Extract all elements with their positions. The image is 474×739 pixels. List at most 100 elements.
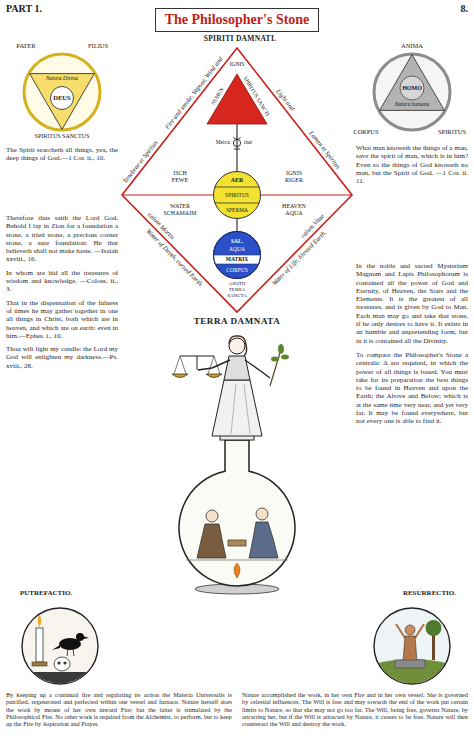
deity-name: DEUS	[53, 94, 70, 101]
work-table	[228, 540, 246, 546]
crow-head	[76, 633, 84, 641]
flask-figure	[172, 336, 295, 594]
leaf	[278, 344, 284, 354]
quote-text: Thou wilt light my candle: the Lord my G…	[6, 345, 118, 370]
band-line	[215, 187, 259, 188]
edge-inscription: Tenebrae et Spiritus	[121, 139, 159, 185]
element-label: WATER SCHAMAIM	[162, 203, 198, 217]
homo-triangle: HOMO Natura humana	[379, 54, 445, 111]
putrefaction-scene	[22, 608, 98, 686]
dress-fold	[244, 384, 250, 434]
flask-fire	[234, 563, 240, 578]
woman-head	[229, 338, 245, 354]
flask	[179, 440, 295, 586]
cross-line	[122, 195, 213, 196]
vertex-label: FILIUS	[88, 42, 108, 49]
woman-arm	[198, 360, 230, 370]
element-label: AQUA	[229, 246, 245, 252]
stone-diamond: ISCH FEWE IGNIS RIGER WATER SCHAMAIM HEAVEN…	[122, 48, 352, 312]
crow-beak	[83, 636, 89, 639]
man-name: HOMO	[402, 85, 422, 92]
putrefaction-medallion-outline	[22, 608, 98, 684]
skull-eye	[57, 661, 60, 664]
element-label: SAL.	[231, 238, 243, 244]
quote-text: In the noble and sacred Mysterium Magnum…	[356, 262, 468, 345]
vertex-label: PATER	[16, 42, 35, 49]
medallion-title: RESURRECTIO.	[403, 589, 456, 597]
closing-text: Nature accomplished the work, in her own…	[242, 691, 468, 727]
crow-legs	[67, 649, 74, 656]
element-label: SPERMA	[226, 207, 248, 213]
resurrection-medallion-shape	[368, 588, 458, 686]
inner-circle	[400, 76, 424, 100]
skull	[54, 657, 70, 671]
putrefaction-medallion-shape	[16, 588, 106, 686]
nature-label: Natura Divina	[46, 75, 78, 81]
deus-circle: DEUS	[50, 86, 74, 110]
element-label: AZOTH TERRA SANCTA	[222, 281, 252, 299]
alchemist-head	[206, 510, 218, 522]
open-tomb	[395, 660, 425, 668]
page-number: 8.	[461, 3, 469, 15]
putrefaction-medallion: PUTREFACTIO.	[16, 588, 106, 686]
trinity-triangle: Natura DivinaDEUS	[29, 73, 95, 130]
deus-circle-outline	[51, 87, 74, 110]
scale-post	[197, 356, 198, 370]
tree-crown	[426, 620, 442, 636]
edge-inscription: Water of Life, blessed Earth.	[270, 229, 327, 287]
quote-text: The Spirit searcheth all things, yea, th…	[6, 146, 118, 163]
cross-line	[261, 195, 352, 196]
edge-inscription: Lumen et Spiritus	[308, 129, 342, 170]
alchemist-robe	[197, 524, 226, 558]
nature-label: Natura humana	[395, 101, 430, 107]
trinity-triangle-outline	[30, 74, 95, 130]
scale-pan	[172, 374, 188, 378]
quote-text: What man knoweth the things of a man, sa…	[356, 144, 468, 185]
quote-text: In whom are hid all the treasures of wis…	[6, 269, 118, 294]
element-label: CORPUS	[226, 267, 247, 273]
element-label: IGNIS RIGER	[281, 170, 307, 184]
flask-floor	[186, 560, 288, 561]
resurrection-medallion: RESURRECTIO.	[368, 588, 458, 686]
closing-text: By keeping up a continual fire and regul…	[6, 691, 232, 727]
element-label: SPIRITUS	[225, 192, 249, 198]
resurrection-medallion-outline	[374, 608, 450, 684]
vertex-label: SPIRITUS	[438, 128, 466, 135]
element-label: MATRIX	[226, 256, 249, 262]
medallion-title: PUTREFACTIO.	[20, 589, 72, 597]
vertex-label: SPIRITUS SANCTUS	[35, 133, 90, 140]
leaf	[271, 357, 279, 362]
salt-band	[214, 255, 261, 264]
scale-cords	[174, 356, 220, 374]
scale-pan	[206, 374, 222, 378]
stone-diamond-outline	[122, 48, 352, 312]
trinity-emblem	[24, 54, 100, 130]
band-line	[215, 203, 259, 204]
region-label: TERRA DAMNATA	[194, 316, 281, 326]
rising-head	[405, 625, 415, 635]
element-label: ISCH FEWE	[168, 170, 192, 184]
alchemist-head	[256, 508, 268, 520]
salt-outline	[214, 232, 261, 279]
crow-tail	[52, 645, 60, 650]
woman-bodice	[224, 356, 250, 380]
man-emblem	[374, 54, 450, 130]
mercury-label: rius	[244, 139, 252, 145]
quote-text: That in the dispensation of the fulness …	[6, 299, 118, 340]
rising-body	[403, 636, 417, 662]
part-number: PART 1.	[6, 3, 42, 15]
candle	[36, 628, 43, 662]
element-label: HEAVEN AQUA	[276, 203, 312, 217]
alchemist-robe	[249, 522, 278, 558]
quote-text: To compare the Philosopher's Stone a cen…	[356, 351, 468, 426]
salt-circle: SAL. AQUA MATRIX CORPUS	[213, 231, 261, 279]
woman-arm	[245, 360, 270, 378]
candle-holder	[32, 662, 47, 666]
skull-eye	[63, 661, 66, 664]
resurrection-scene	[374, 608, 450, 686]
connector-line	[236, 219, 237, 231]
candle-flame	[38, 614, 42, 627]
connector-line	[236, 124, 237, 171]
quote-text: Therefore thus saith the Lord God, Behol…	[6, 214, 118, 264]
